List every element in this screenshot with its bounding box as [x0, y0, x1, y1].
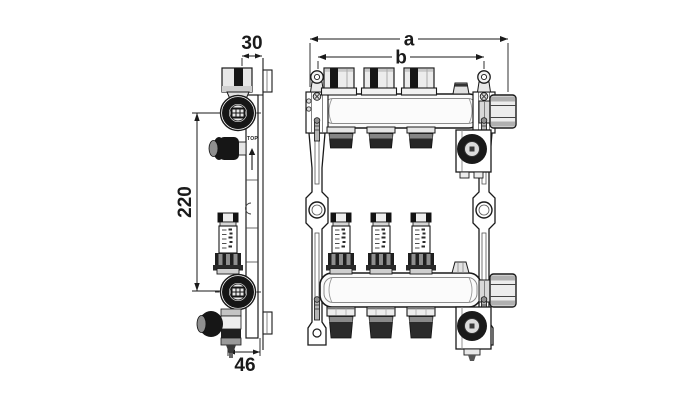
side-drain-valve: [196, 308, 242, 358]
side-valve-cap: [221, 67, 253, 100]
dim-label-b: b: [395, 48, 407, 69]
dimension-valve-span: b: [317, 48, 485, 69]
valve-cap-3: [400, 67, 438, 96]
dimension-arrow-icon: [194, 113, 200, 121]
side-flow-meter: [212, 212, 244, 275]
fill-valve-upper: [455, 129, 492, 179]
dimension-arrow-icon: [253, 349, 260, 355]
clamp-screw: [313, 296, 321, 321]
front-view: a b: [305, 30, 517, 361]
side-upper-valve: [208, 137, 247, 160]
lower-outlet-3: [406, 306, 436, 339]
air-vent-lower: [451, 261, 470, 274]
upper-outlet-3: [406, 126, 436, 149]
dimension-arrow-icon: [476, 54, 484, 60]
dimension-top-width: 30: [241, 33, 263, 66]
drain-valve-lower: [455, 306, 492, 361]
upper-outlet-2: [366, 126, 396, 149]
air-vent-upper: [452, 82, 470, 95]
dimension-overall-width: a: [309, 30, 509, 92]
dimension-arrow-icon: [310, 36, 318, 42]
side-bracket: TOP: [245, 58, 273, 350]
lower-outlet-2: [366, 306, 396, 339]
dim-label-46: 46: [234, 355, 255, 376]
dimension-arrow-icon: [318, 54, 326, 60]
dimension-arrow-icon: [500, 36, 508, 42]
upper-manifold: [319, 93, 482, 129]
dim-label-a: a: [404, 30, 415, 51]
dim-label-220: 220: [175, 186, 196, 218]
top-marking-label: TOP: [247, 136, 258, 142]
lower-outlet-1: [326, 306, 356, 339]
valve-cap-2: [360, 67, 398, 96]
flow-meter-3: [405, 212, 437, 275]
upper-outlet-1: [326, 126, 356, 149]
dimension-center-distance: 220: [175, 112, 224, 292]
flow-meter-2: [365, 212, 397, 275]
lower-manifold: [319, 272, 482, 308]
dimension-arrow-icon: [194, 283, 200, 291]
flow-meter-1: [325, 212, 357, 275]
flow-up-arrow-icon: [248, 148, 256, 170]
side-view: 30 220 46: [175, 33, 273, 376]
dimension-bottom-depth: 46: [227, 338, 261, 376]
dimension-arrow-icon: [242, 53, 249, 59]
valve-cap-1: [320, 67, 358, 96]
clamp-screw: [313, 117, 321, 142]
dim-label-30: 30: [241, 33, 262, 54]
dimension-arrow-icon: [255, 53, 262, 59]
